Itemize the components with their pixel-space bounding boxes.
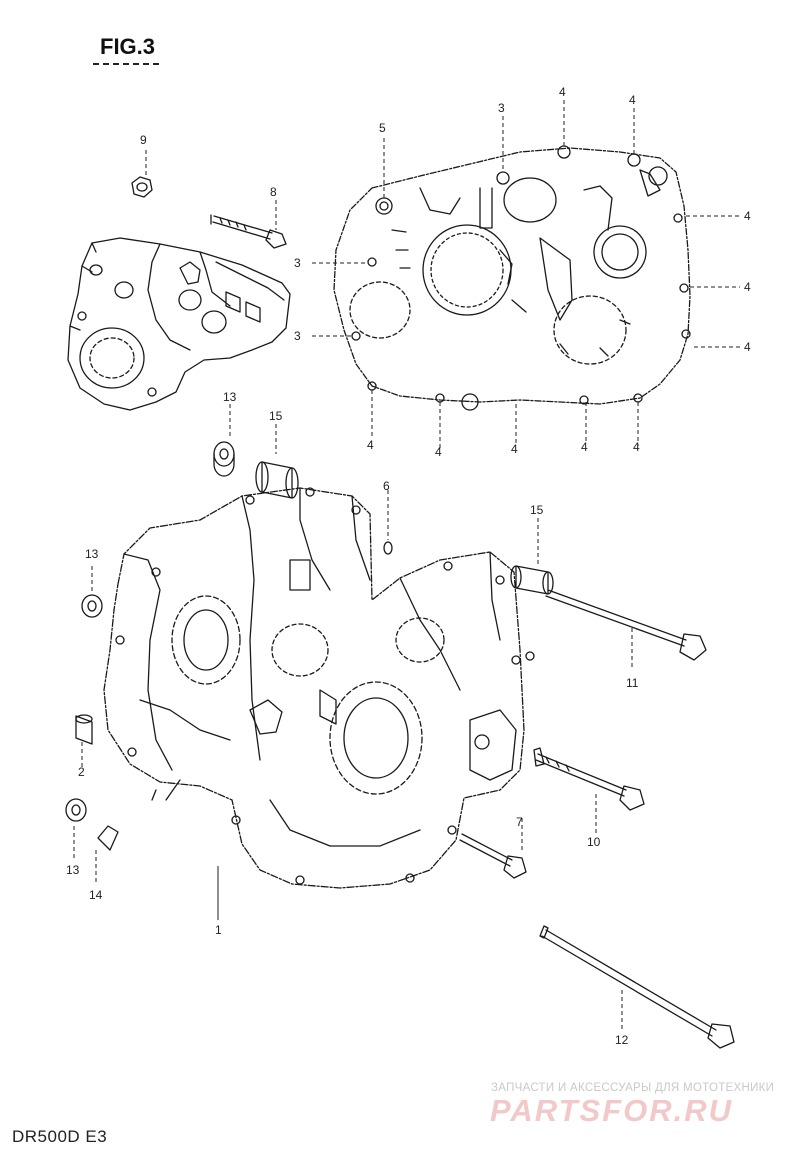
crankcase-cover-small xyxy=(67,237,291,411)
callout-3: 3 xyxy=(498,101,505,115)
title-underline xyxy=(93,63,159,65)
callout-11: 11 xyxy=(626,676,639,690)
callout-13: 13 xyxy=(66,863,80,877)
callout-6: 6 xyxy=(383,479,390,493)
bolt-part-11 xyxy=(545,589,707,661)
callout-9: 9 xyxy=(140,133,147,147)
callout-4: 4 xyxy=(559,85,566,99)
callout-4: 4 xyxy=(511,442,518,456)
dowel-part-15-right xyxy=(510,565,554,595)
oring-part-6 xyxy=(383,541,393,555)
crankcase-half-upper-right xyxy=(333,145,691,411)
bolt-part-7 xyxy=(459,833,527,879)
watermark-tagline: ЗАПЧАСТИ И АКСЕССУАРЫ ДЛЯ МОТОТЕХНИКИ xyxy=(491,1082,775,1094)
callout-10: 10 xyxy=(587,835,601,849)
callout-13: 13 xyxy=(85,547,99,561)
callout-15: 15 xyxy=(530,503,544,517)
callout-3: 3 xyxy=(294,256,301,270)
dowel-part-2 xyxy=(75,714,93,745)
callout-3: 3 xyxy=(294,329,301,343)
bolt-part-8 xyxy=(210,214,287,249)
clip-part-14 xyxy=(97,825,119,851)
callout-13: 13 xyxy=(223,390,237,404)
callout-4: 4 xyxy=(744,209,751,223)
callout-4: 4 xyxy=(581,440,588,454)
callout-15: 15 xyxy=(269,409,283,423)
collar-part-13-upper xyxy=(213,441,235,477)
callout-4: 4 xyxy=(367,438,374,452)
callout-4: 4 xyxy=(629,93,636,107)
callout-12: 12 xyxy=(615,1033,629,1047)
bolt-part-10 xyxy=(533,747,645,811)
bolt-part-12 xyxy=(539,925,735,1049)
callout-8: 8 xyxy=(270,185,277,199)
callout-4: 4 xyxy=(744,340,751,354)
crankcase-main-assembly xyxy=(103,487,535,889)
callout-labels: 9 8 5 3 4 4 4 3 3 4 4 4 4 4 4 4 13 15 6 … xyxy=(66,85,751,1047)
callout-5: 5 xyxy=(379,121,386,135)
callout-7: 7 xyxy=(516,815,523,829)
leader-lines xyxy=(73,100,740,1032)
collar-part-13-lower xyxy=(65,798,87,822)
collar-part-13-left xyxy=(81,594,103,618)
dowel-part-15-upper xyxy=(255,461,299,499)
figure-title: FIG.3 xyxy=(100,34,156,59)
callout-1: 1 xyxy=(215,923,222,937)
model-code: DR500D E3 xyxy=(12,1127,108,1146)
watermark-logo: PARTSFOR.RU xyxy=(490,1093,734,1128)
nut-part-9 xyxy=(131,176,153,198)
callout-4: 4 xyxy=(744,280,751,294)
callout-2: 2 xyxy=(78,765,85,779)
callout-14: 14 xyxy=(89,888,103,902)
callout-4: 4 xyxy=(633,440,640,454)
callout-4: 4 xyxy=(435,445,442,459)
